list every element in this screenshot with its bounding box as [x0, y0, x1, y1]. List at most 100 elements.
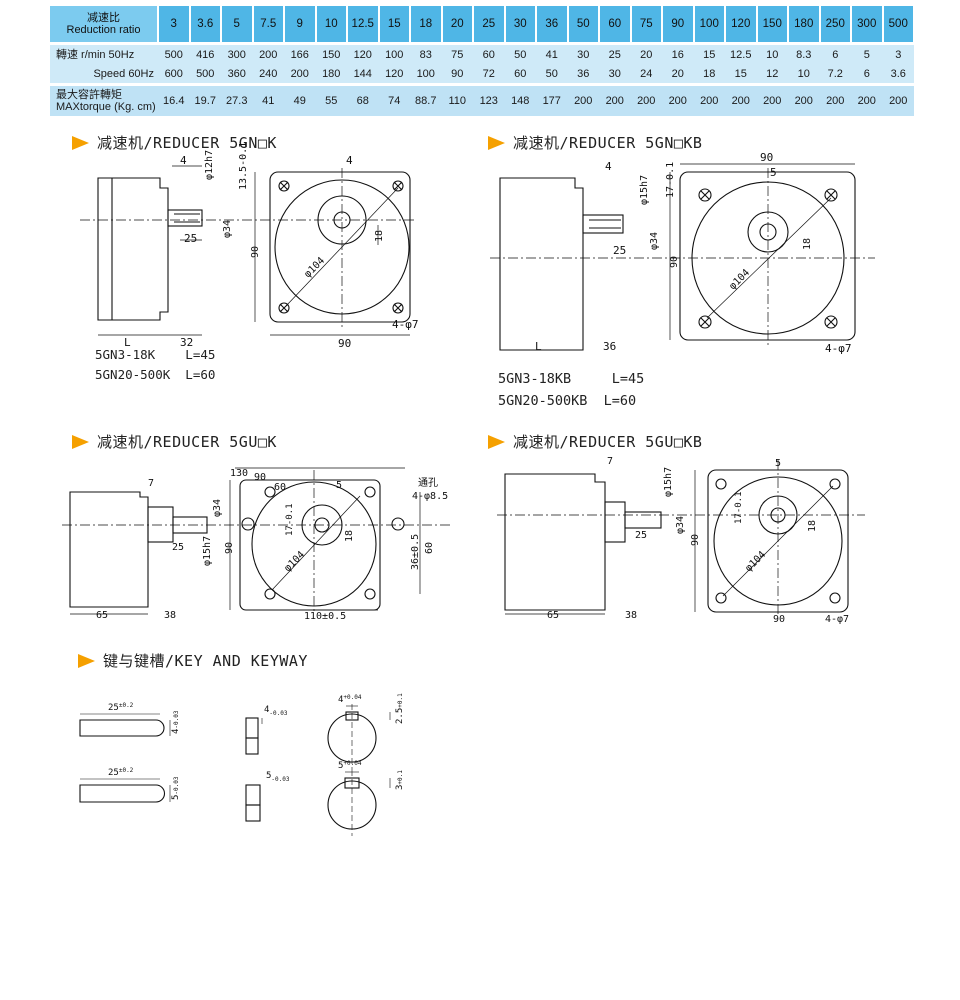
dim-60b: 60	[424, 542, 435, 554]
speed-50-cell: 60	[473, 45, 505, 64]
speed-50-cell: 200	[252, 45, 284, 64]
dim-25: 25	[613, 244, 626, 257]
speed-50-cell: 120	[347, 45, 379, 64]
dim-through: 通孔	[418, 477, 438, 489]
section-title-gn-kb: 减速机/REDUCER 5GN□KB	[488, 132, 702, 153]
speed-50-cell: 83	[410, 45, 442, 64]
dim-kw2-d: 3+0.1	[395, 770, 405, 790]
dim-d-shaft: φ15h7	[639, 175, 650, 205]
dim-key-w: 4	[346, 154, 353, 167]
torque-cell: 177	[536, 86, 568, 116]
dim-k1-w: 4-0.03	[264, 705, 288, 717]
ratio-cell: 30	[504, 6, 537, 42]
flange-square	[269, 171, 411, 323]
dim-pcd: φ104	[282, 549, 307, 574]
speed-50-cell: 6	[819, 45, 851, 64]
speed-label-50: 轉速 r/min 50Hz	[50, 45, 158, 64]
torque-cell: 200	[599, 86, 631, 116]
drawing-gu-kb: 7 5 φ15h7 φ34 25 17-0.1 18 90 φ104 90 4-…	[497, 456, 865, 625]
torque-cell: 200	[788, 86, 820, 116]
ratio-cell: 60	[599, 6, 632, 42]
speed-60-cell: 180	[315, 64, 347, 83]
flange-square	[239, 479, 381, 611]
torque-cell: 200	[567, 86, 599, 116]
dim-36: 36±0.5	[410, 534, 421, 570]
torque-cell: 200	[851, 86, 883, 116]
speed-50-cell: 166	[284, 45, 316, 64]
ratio-cell: 75	[630, 6, 663, 42]
speed-60-cell: 200	[284, 64, 316, 83]
dim-key-h: 17-0.1	[734, 491, 744, 524]
section-title-gu-kb: 减速机/REDUCER 5GU□KB	[488, 431, 702, 452]
dim-holes: 4-φ8.5	[412, 491, 448, 502]
speed-60-cell: 15	[725, 64, 757, 83]
torque-cell: 200	[662, 86, 694, 116]
speed-50-cell: 12.5	[725, 45, 757, 64]
torque-cell: 148	[504, 86, 536, 116]
speed-60-cell: 240	[252, 64, 284, 83]
speed-60-cell: 3.6	[882, 64, 914, 83]
key-4	[79, 719, 165, 737]
torque-cell: 74	[378, 86, 410, 116]
ratio-cell: 500	[882, 6, 915, 42]
dim-side: 90	[250, 246, 261, 258]
speed-60-cell: 6	[851, 64, 883, 83]
ratio-cell: 180	[788, 6, 821, 42]
ratio-cell: 250	[819, 6, 852, 42]
torque-cell: 27.3	[221, 86, 253, 116]
dim-25: 25	[635, 530, 647, 541]
ratio-cell: 36	[536, 6, 569, 42]
dim-top: 90	[760, 151, 773, 164]
speed-label-60: Speed 60Hz	[50, 64, 158, 83]
dim-d-boss: φ34	[675, 516, 686, 534]
torque-cell: 200	[819, 86, 851, 116]
dim-38: 38	[625, 610, 637, 621]
arrow-icon	[488, 435, 505, 449]
speed-60-cell: 600	[158, 64, 190, 83]
dim-side: 90	[669, 256, 680, 268]
ratio-cell: 20	[441, 6, 474, 42]
motor-body	[504, 473, 606, 611]
speed-50-cell: 100	[378, 45, 410, 64]
torque-cell: 68	[347, 86, 379, 116]
torque-cell: 110	[441, 86, 473, 116]
dim-key-w: 5	[770, 166, 777, 179]
speed-50-cell: 30	[567, 45, 599, 64]
dim-k1-h: 4-0.03	[171, 710, 181, 734]
dim-d-shaft: φ15h7	[663, 467, 674, 497]
drawing-key: 25±0.2 4-0.03 4-0.03 4+0.04 2.5+0.1 25±0…	[79, 693, 405, 836]
torque-cell: 123	[473, 86, 505, 116]
dim-slot: 18	[374, 230, 385, 242]
motor-body	[97, 177, 169, 321]
ratio-cell: 7.5	[252, 6, 285, 42]
dim-65: 65	[547, 610, 559, 621]
speed-50-cell: 500	[158, 45, 190, 64]
speed-60-cell: 50	[536, 64, 568, 83]
torque-cell: 200	[756, 86, 788, 116]
dim-k2-len: 25±0.2	[108, 767, 134, 778]
speed-60-cell: 100	[410, 64, 442, 83]
dim-key-w: 5	[775, 458, 781, 469]
dim-slot: 18	[344, 530, 355, 542]
torque-cell: 88.7	[410, 86, 442, 116]
speed-60-cell: 7.2	[819, 64, 851, 83]
ratio-cell: 25	[473, 6, 506, 42]
speed-50-cell: 75	[441, 45, 473, 64]
dim-36: 36	[603, 340, 616, 353]
torque-cell: 49	[284, 86, 316, 116]
dim-d-shaft: φ12h7	[204, 150, 215, 180]
speed-60-cell: 72	[473, 64, 505, 83]
speed-60-cell: 18	[693, 64, 725, 83]
speed-50-cell: 41	[536, 45, 568, 64]
arrow-icon	[72, 136, 89, 150]
speed-60-cell: 30	[599, 64, 631, 83]
ratio-cell: 12.5	[347, 6, 380, 42]
speed-50-cell: 16	[662, 45, 694, 64]
speed-60-cell: 500	[189, 64, 221, 83]
ratio-cell: 3	[158, 6, 191, 42]
torque-cell: 200	[725, 86, 757, 116]
speed-60-cell: 360	[221, 64, 253, 83]
